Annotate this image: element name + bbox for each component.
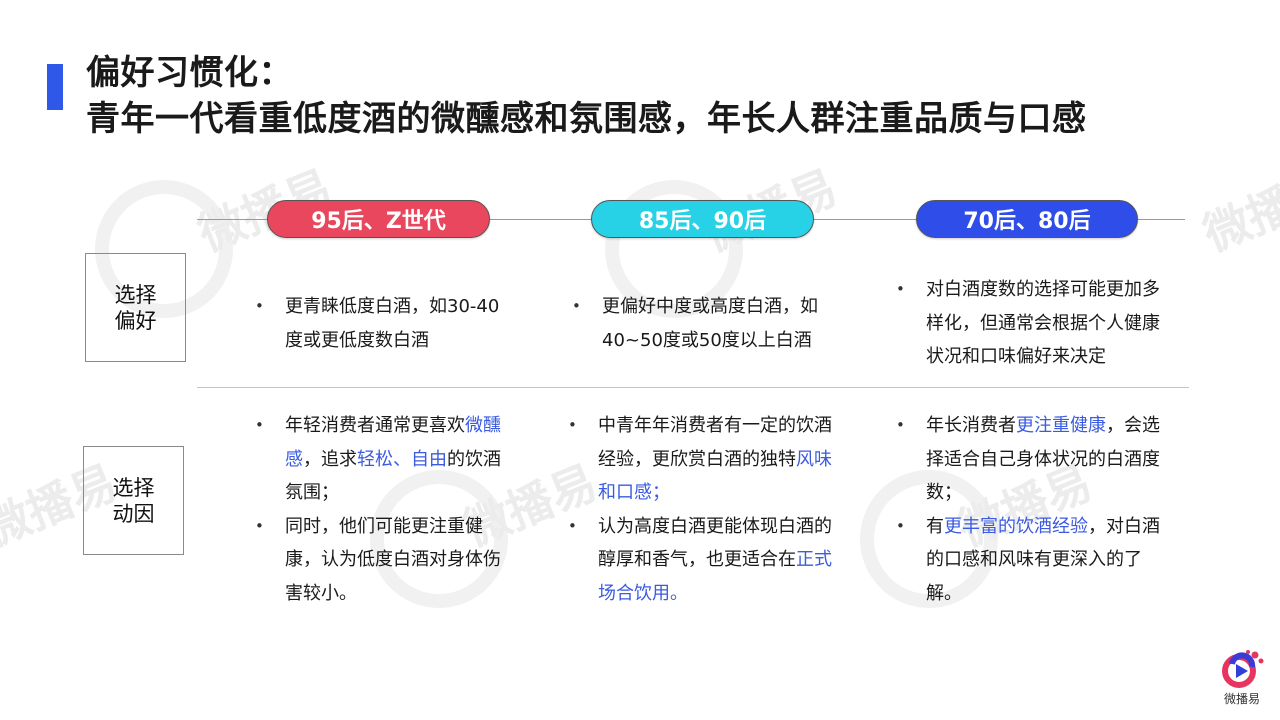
column-header-70-80: 70后、80后	[916, 200, 1138, 238]
list-item: 对白酒度数的选择可能更加多样化，但通常会根据个人健康状况和口味偏好来决定	[896, 273, 1171, 374]
title-accent-bar	[47, 64, 63, 110]
title-line-2: 青年一代看重低度酒的微醺感和氛围感，年长人群注重品质与口感	[86, 99, 1087, 139]
cell-motivation-70-80: 年长消费者更注重健康，会选择适合自己身体状况的白酒度数； 有更丰富的饮酒经验，对…	[896, 409, 1171, 610]
list-item: 认为高度白酒更能体现白酒的醇厚和香气，也更适合在正式场合饮用。	[568, 510, 843, 611]
logo-text: 微播易	[1223, 692, 1260, 706]
row-label-text: 动因	[112, 501, 155, 526]
cell-preference-85-90: 更偏好中度或高度白酒，如40~50度或50度以上白酒	[572, 290, 842, 357]
cell-preference-70-80: 对白酒度数的选择可能更加多样化，但通常会根据个人健康状况和口味偏好来决定	[896, 273, 1171, 374]
column-header-gen-z: 95后、Z世代	[267, 200, 490, 238]
row-label-text: 选择	[112, 475, 155, 500]
watermark-text: 微播易	[1196, 159, 1280, 262]
list-item: 年轻消费者通常更喜欢微醺感，追求轻松、自由的饮酒氛围；	[255, 409, 515, 510]
column-header-85-90: 85后、90后	[591, 200, 814, 238]
list-item: 更偏好中度或高度白酒，如40~50度或50度以上白酒	[572, 290, 842, 357]
cell-motivation-85-90: 中青年年消费者有一定的饮酒经验，更欣赏白酒的独特风味和口感； 认为高度白酒更能体…	[568, 409, 843, 610]
cell-preference-gen-z: 更青睐低度白酒，如30-40度或更低度数白酒	[255, 290, 515, 357]
row-divider	[197, 387, 1189, 388]
title-line-1: 偏好习惯化：	[86, 53, 293, 93]
row-label-text: 选择	[114, 282, 157, 307]
list-item: 同时，他们可能更注重健康，认为低度白酒对身体伤害较小。	[255, 510, 515, 611]
cell-motivation-gen-z: 年轻消费者通常更喜欢微醺感，追求轻松、自由的饮酒氛围； 同时，他们可能更注重健康…	[255, 409, 515, 610]
list-item: 更青睐低度白酒，如30-40度或更低度数白酒	[255, 290, 515, 357]
row-label-preference: 选择偏好	[85, 253, 186, 362]
page-title: 偏好习惯化： 青年一代看重低度酒的微醺感和氛围感，年长人群注重品质与口感	[86, 50, 1087, 142]
list-item: 年长消费者更注重健康，会选择适合自己身体状况的白酒度数；	[896, 409, 1171, 510]
list-item: 有更丰富的饮酒经验，对白酒的口感和风味有更深入的了解。	[896, 510, 1171, 611]
row-label-text: 偏好	[114, 308, 157, 333]
play-logo-icon	[1222, 650, 1264, 688]
list-item: 中青年年消费者有一定的饮酒经验，更欣赏白酒的独特风味和口感；	[568, 409, 843, 510]
row-label-motivation: 选择动因	[83, 446, 184, 555]
